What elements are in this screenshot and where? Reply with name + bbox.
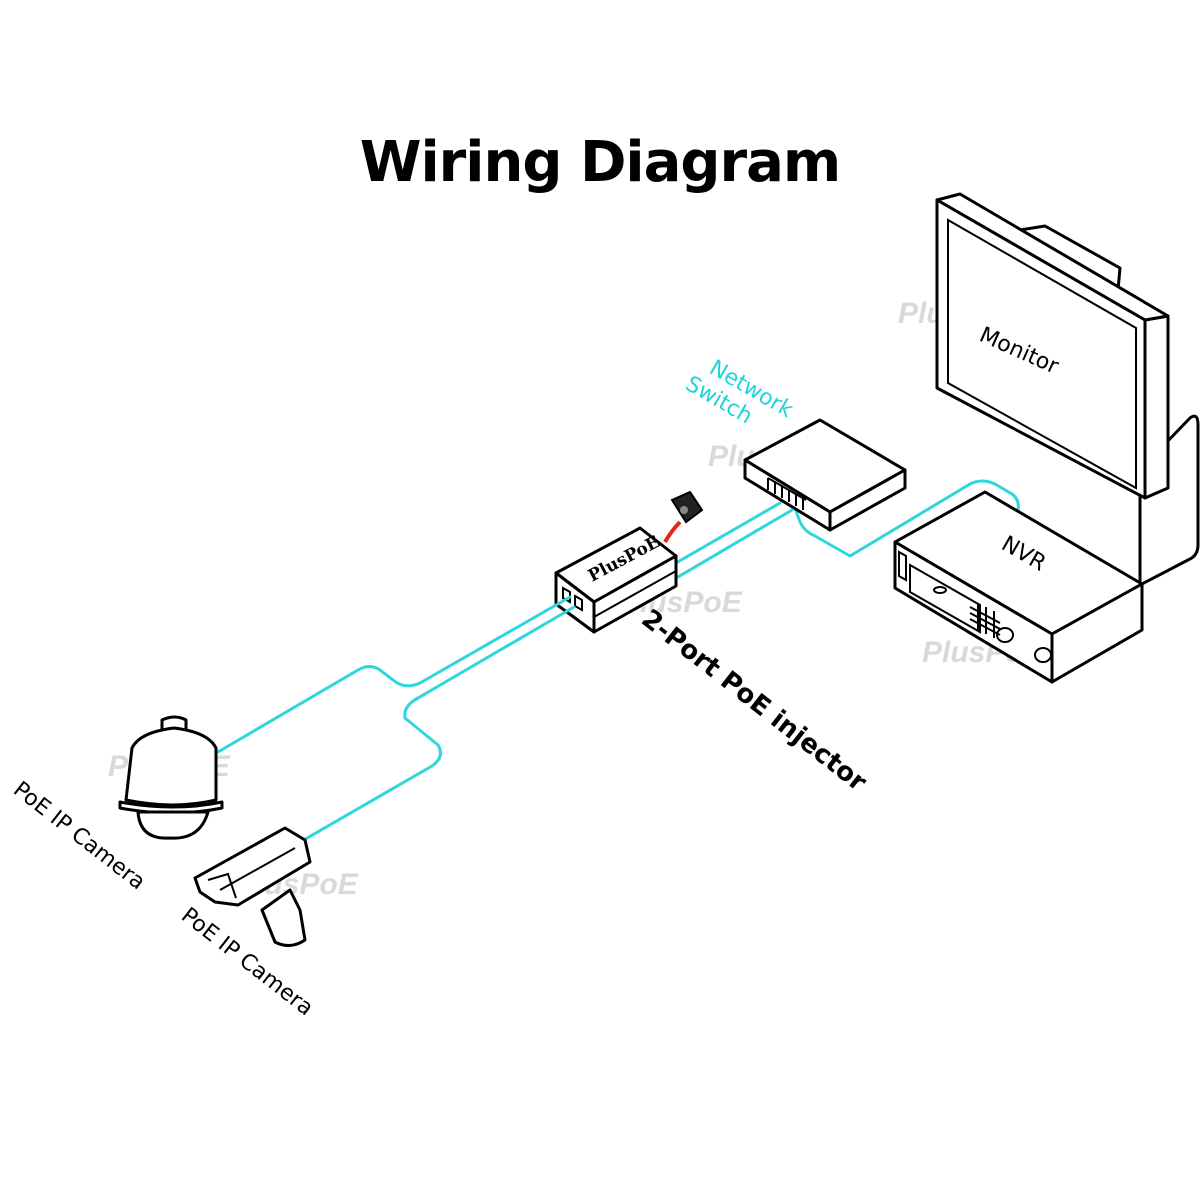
monitor-frame [935,198,1147,500]
nvr: NVR [893,490,1144,684]
cable-injector-dome-camera [216,595,572,754]
poe-injector: PlusPoE 2-Port PoE injector [554,526,872,798]
monitor: Monitor [935,192,1200,587]
dome-camera-body [124,726,218,807]
bullet-camera: PoE IP Camera [176,826,318,1021]
monitor-screen [947,218,1137,490]
dome-camera-lens [136,810,210,840]
nvr-side [1050,582,1144,684]
injector-label: 2-Port PoE injector [636,604,872,798]
nvr-buttons [969,603,1001,638]
diagram-title: Wiring Diagram [359,130,842,195]
power-plug-pin [680,506,688,514]
nvr-knob [996,627,1014,643]
bullet-camera-housing [193,826,312,907]
bullet-camera-visor [207,847,296,899]
nvr-slot [933,586,947,594]
bullet-camera-mount [260,888,307,947]
switch-side [828,468,907,532]
cable-injector-bullet-camera [293,605,576,847]
cable-switch-nvr [793,479,1020,558]
monitor-side [1143,314,1170,500]
nvr-drive-bay [909,563,981,634]
power-adapter [663,490,704,544]
nvr-knob [1034,647,1052,663]
injector-seam [593,570,677,618]
power-cable [663,520,682,544]
power-plug [670,490,704,524]
nvr-port [898,550,907,582]
dome-camera: PoE IP Camera [8,715,224,895]
injector-ports [562,586,583,612]
switch-ports [767,477,807,510]
